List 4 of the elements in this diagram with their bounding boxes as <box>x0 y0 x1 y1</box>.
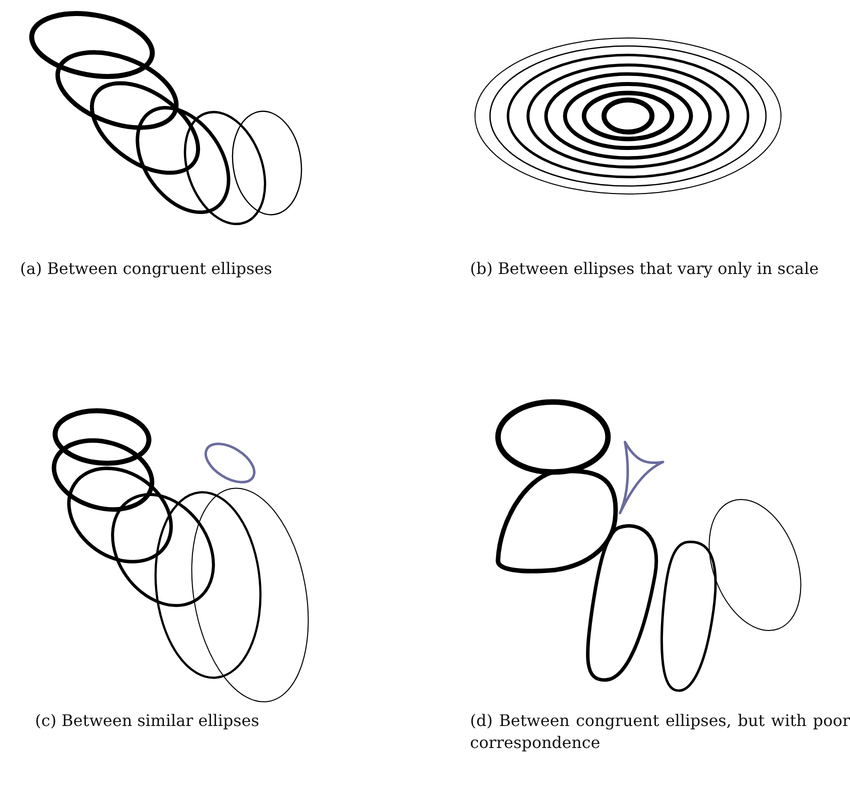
figure-caption: (c) Between similar ellipses <box>35 710 260 732</box>
figure-caption: (a) Between congruent ellipses <box>20 258 272 280</box>
figure-caption: (d) Between congruent ellipses, but with poor correspondence <box>470 710 850 754</box>
figure-caption: (b) Between ellipses that vary only in scale <box>470 258 820 280</box>
